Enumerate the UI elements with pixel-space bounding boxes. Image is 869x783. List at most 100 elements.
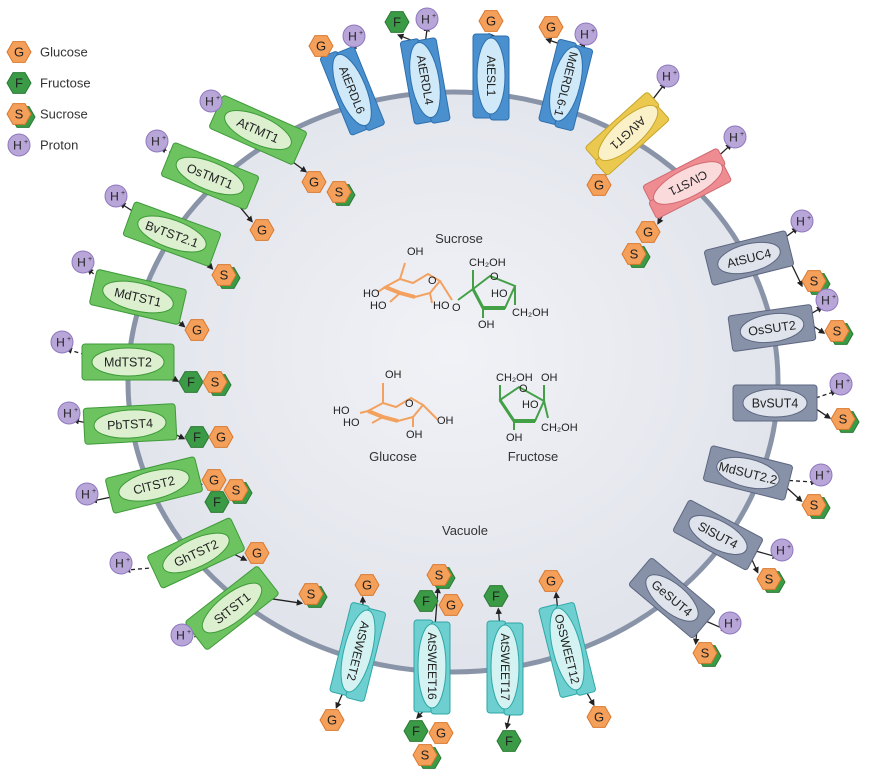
substrates: GSH+ bbox=[199, 89, 356, 206]
sucrose-icon: S bbox=[202, 371, 232, 396]
svg-text:S: S bbox=[701, 646, 710, 661]
svg-text:H: H bbox=[729, 131, 738, 145]
transporter-body: MdTST1 bbox=[89, 269, 187, 325]
sucrose-icon: S bbox=[692, 642, 722, 667]
chem-o: O bbox=[405, 398, 414, 410]
glucose-icon: G bbox=[635, 221, 661, 243]
chem-ho: HO bbox=[491, 288, 508, 300]
svg-text:H: H bbox=[580, 28, 589, 42]
svg-text:G: G bbox=[209, 473, 219, 488]
chem-o: O bbox=[428, 275, 437, 287]
svg-text:H: H bbox=[821, 294, 830, 308]
substrates: GG bbox=[319, 574, 380, 731]
proton-icon: H+ bbox=[415, 7, 439, 31]
transporter-body: AtVGT1 bbox=[585, 92, 670, 176]
fructose-structure-label: Fructose bbox=[508, 449, 559, 464]
proton-icon: H+ bbox=[815, 288, 839, 312]
chem-oh: OH bbox=[406, 429, 423, 441]
transporter-label: BvSUT4 bbox=[752, 397, 799, 411]
sucrose-icon: S bbox=[426, 564, 456, 589]
transporter-body: BvSUT4 bbox=[732, 384, 818, 422]
transporter-body: GhTST2 bbox=[147, 517, 245, 589]
transporter-body: ClVST1 bbox=[642, 148, 732, 219]
svg-text:+: + bbox=[846, 378, 850, 385]
substrates: S H+ bbox=[815, 288, 854, 345]
svg-text:S: S bbox=[839, 412, 848, 427]
proton-icon: H+ bbox=[342, 24, 366, 48]
proton-icon: H+ bbox=[71, 250, 95, 274]
substrates: SH+ bbox=[104, 184, 241, 289]
glucose-icon: G bbox=[478, 10, 504, 32]
svg-text:H: H bbox=[63, 407, 72, 421]
svg-text:H: H bbox=[81, 488, 90, 502]
proton-icon: H+ bbox=[723, 125, 747, 149]
svg-text:H: H bbox=[115, 557, 124, 571]
fructose-ring bbox=[498, 385, 549, 430]
svg-text:S: S bbox=[220, 268, 229, 283]
sucrose-icon: S bbox=[756, 568, 786, 593]
svg-text:F: F bbox=[193, 430, 201, 445]
svg-text:S: S bbox=[435, 568, 444, 583]
svg-text:H: H bbox=[662, 70, 671, 84]
chem-o: O bbox=[490, 271, 499, 283]
svg-text:G: G bbox=[362, 578, 372, 593]
fructose-icon: F bbox=[6, 72, 32, 94]
svg-text:H: H bbox=[724, 617, 733, 631]
proton-icon: H+ bbox=[718, 611, 742, 635]
proton-icon: H+ bbox=[57, 401, 81, 425]
fructose-icon: F bbox=[483, 585, 509, 607]
transporter-body: AtSWEET2 bbox=[329, 602, 386, 702]
substrates: G H+ bbox=[308, 24, 366, 57]
glucose-icon: G bbox=[308, 35, 334, 57]
svg-text:S: S bbox=[833, 324, 842, 339]
transporter-body: AtESL1 bbox=[472, 33, 510, 121]
svg-text:+: + bbox=[832, 294, 836, 301]
sucrose-structure-label: Sucrose bbox=[435, 231, 483, 246]
svg-text:F: F bbox=[187, 375, 195, 390]
svg-text:G: G bbox=[486, 14, 496, 29]
substrates: G bbox=[478, 10, 504, 32]
svg-text:H: H bbox=[348, 30, 357, 44]
svg-text:H: H bbox=[421, 13, 430, 27]
svg-text:H: H bbox=[77, 256, 86, 270]
chem-oh: OH bbox=[506, 432, 523, 444]
svg-text:S: S bbox=[810, 498, 819, 513]
substrates: GH+ bbox=[71, 250, 210, 341]
transporter-body: BvTST2.1 bbox=[122, 201, 222, 267]
glucose-icon: G bbox=[586, 174, 612, 196]
svg-text:+: + bbox=[121, 190, 125, 197]
svg-text:F: F bbox=[422, 594, 430, 609]
glucose-icon: G bbox=[201, 469, 227, 491]
proton-icon: H+ bbox=[50, 330, 74, 354]
sucrose-icon: S bbox=[211, 264, 241, 289]
sucrose-icon: S bbox=[6, 103, 36, 128]
sucrose-icon: S bbox=[412, 744, 442, 769]
svg-text:+: + bbox=[673, 70, 677, 77]
chem-ho: HO bbox=[522, 399, 539, 411]
transporter-body: MdERDL6-1 bbox=[538, 39, 594, 131]
svg-text:H: H bbox=[176, 629, 185, 643]
legend-label: Glucose bbox=[40, 45, 88, 60]
chem-ho: HO bbox=[433, 300, 450, 312]
chem-oh: OH bbox=[437, 415, 454, 427]
proton-icon: H+ bbox=[656, 64, 680, 88]
svg-text:G: G bbox=[257, 223, 267, 238]
transporter-body: SlSUT4 bbox=[673, 499, 763, 571]
chem-oh: OH bbox=[407, 246, 424, 258]
sucrose-icon: S bbox=[830, 408, 860, 433]
svg-text:+: + bbox=[826, 469, 830, 476]
chem-o-glycosidic: O bbox=[452, 302, 461, 314]
